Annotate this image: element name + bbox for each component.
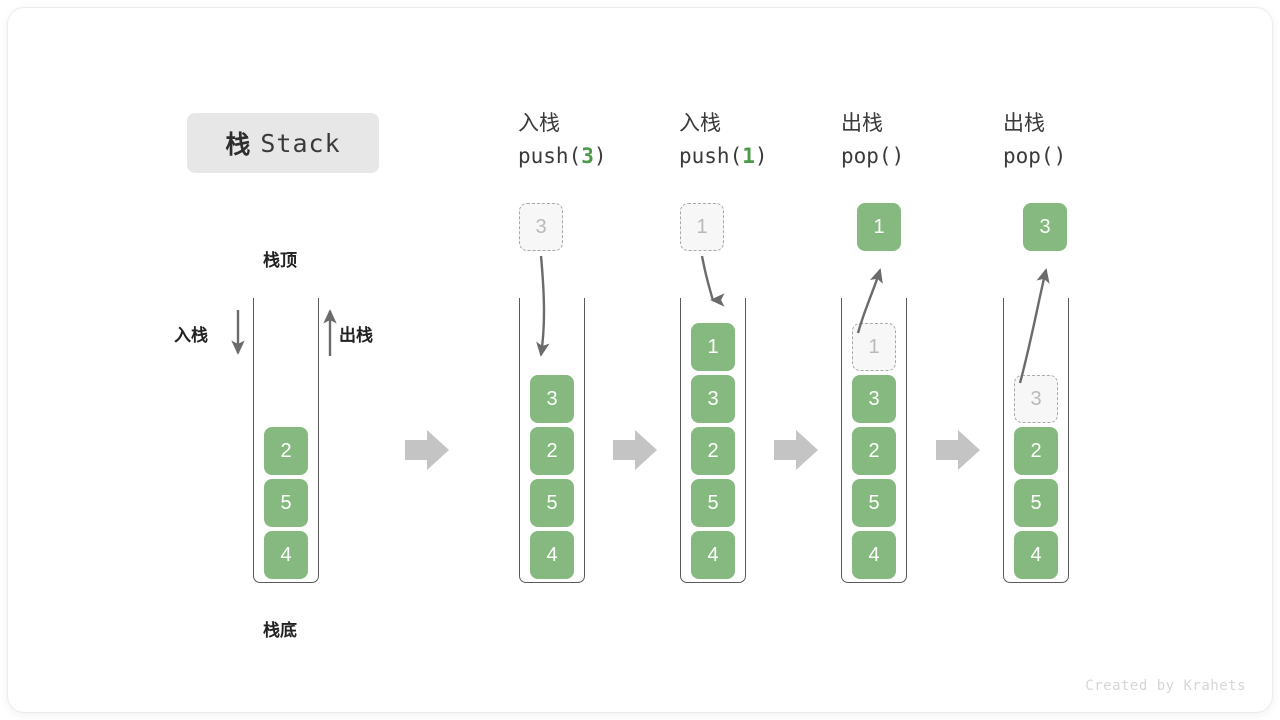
step-header-cn: 出栈	[1003, 112, 1045, 135]
incoming-ghost-cell-1: 3	[519, 203, 563, 251]
code-arg: 3	[581, 144, 594, 168]
stack-cell: 5	[852, 479, 896, 527]
stack-cell: 4	[852, 531, 896, 579]
step-header-3: 出栈 pop()	[841, 109, 1001, 173]
code-arg: 1	[742, 144, 755, 168]
step-header-code: push(3)	[518, 139, 678, 173]
pop-direction-label: 出栈	[339, 326, 373, 345]
code-suffix: )	[891, 144, 905, 168]
stack-cell: 1	[691, 323, 735, 371]
step-transition-arrow-1-icon	[405, 430, 449, 470]
stack-cell: 2	[530, 427, 574, 475]
stack-bottom-label: 栈底	[263, 621, 297, 640]
stack-cell: 4	[691, 531, 735, 579]
stack-elements-base: 2 5 4	[254, 427, 318, 579]
step-header-4: 出栈 pop()	[1003, 109, 1163, 173]
code-prefix: push(	[518, 144, 582, 168]
push-direction-label: 入栈	[174, 326, 208, 345]
step-transition-arrow-4-icon	[936, 430, 980, 470]
stack-cell: 5	[530, 479, 574, 527]
stack-cell: 5	[264, 479, 308, 527]
stack-cell: 4	[264, 531, 308, 579]
outgoing-cell-4: 3	[1023, 203, 1067, 251]
step-header-code: pop()	[1003, 139, 1163, 173]
stack-cell: 2	[852, 427, 896, 475]
stack-cell: 2	[1014, 427, 1058, 475]
push-flow-arrow-2-icon	[700, 255, 725, 307]
stack-cell: 3	[691, 375, 735, 423]
stack-container-step-2: 1 3 2 5 4	[680, 298, 746, 583]
stack-container-base: 2 5 4	[253, 298, 319, 583]
stack-cell: 5	[691, 479, 735, 527]
title-en: Stack	[260, 128, 341, 158]
code-prefix: push(	[679, 144, 743, 168]
stack-container-step-4: 3 2 5 4	[1003, 298, 1069, 583]
stack-cell: 4	[530, 531, 574, 579]
stack-cell: 2	[264, 427, 308, 475]
stack-cell: 3	[852, 375, 896, 423]
footer-credit: Created by Krahets	[1085, 678, 1246, 694]
step-header-code: push(1)	[679, 139, 839, 173]
stack-cell: 4	[1014, 531, 1058, 579]
diagram-card: 栈 Stack 栈顶 栈底 入栈 出栈 2 5 4 入栈 push(3) 3 3…	[8, 8, 1272, 712]
stack-container-step-3: 1 3 2 5 4	[841, 298, 907, 583]
step-header-cn: 入栈	[679, 112, 721, 135]
stack-cell-ghost: 3	[1014, 375, 1058, 423]
code-prefix: pop(	[1003, 144, 1054, 168]
step-header-1: 入栈 push(3)	[518, 109, 678, 173]
stack-top-label: 栈顶	[263, 251, 297, 270]
stack-elements-step-4: 3 2 5 4	[1004, 375, 1068, 579]
step-transition-arrow-2-icon	[613, 430, 657, 470]
diagram-title-chip: 栈 Stack	[187, 113, 379, 173]
code-suffix: )	[593, 144, 607, 168]
stack-cell: 2	[691, 427, 735, 475]
step-transition-arrow-3-icon	[774, 430, 818, 470]
stack-container-step-1: 3 2 5 4	[519, 298, 585, 583]
diagram-stage: 栈 Stack 栈顶 栈底 入栈 出栈 2 5 4 入栈 push(3) 3 3…	[8, 8, 1272, 712]
code-prefix: pop(	[841, 144, 892, 168]
step-header-2: 入栈 push(1)	[679, 109, 839, 173]
stack-cell-ghost: 1	[852, 323, 896, 371]
code-suffix: )	[754, 144, 768, 168]
stack-elements-step-2: 1 3 2 5 4	[681, 323, 745, 579]
step-header-cn: 入栈	[518, 112, 560, 135]
step-header-cn: 出栈	[841, 112, 883, 135]
incoming-ghost-cell-2: 1	[680, 203, 724, 251]
code-suffix: )	[1053, 144, 1067, 168]
stack-cell: 5	[1014, 479, 1058, 527]
stack-elements-step-1: 3 2 5 4	[520, 375, 584, 579]
stack-elements-step-3: 1 3 2 5 4	[842, 323, 906, 579]
title-cn: 栈	[225, 131, 251, 159]
step-header-code: pop()	[841, 139, 1001, 173]
stack-cell: 3	[530, 375, 574, 423]
outgoing-cell-3: 1	[857, 203, 901, 251]
